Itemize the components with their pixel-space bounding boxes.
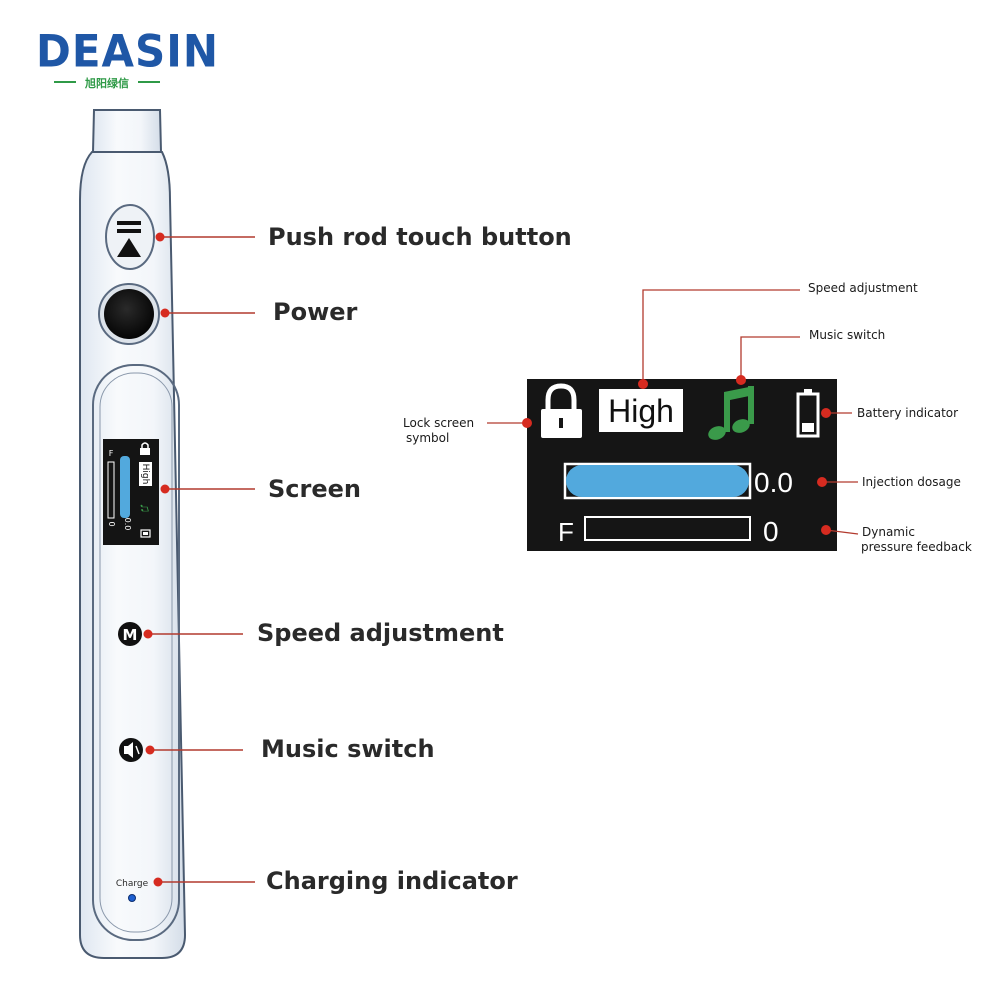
label-speed-adjustment: Speed adjustment <box>257 619 504 647</box>
label-power: Power <box>273 298 358 326</box>
brand-subtitle-row: 旭阳绿信 <box>36 74 178 90</box>
brand-sub-line-right <box>138 81 160 83</box>
push-rod-button[interactable] <box>105 204 155 270</box>
battery-icon <box>796 389 820 438</box>
push-rod-icon-bar1 <box>117 221 141 225</box>
mini-dosage-bar <box>120 456 130 518</box>
speed-box <box>599 389 683 432</box>
screen-label-lock-1: Lock screen <box>403 416 475 430</box>
screen-label-dosage: Injection dosage <box>862 475 961 489</box>
pen-body <box>79 109 187 959</box>
dosage-value: 0.0 <box>754 467 793 498</box>
pen-leaders <box>148 236 255 883</box>
label-charging-indicator: Charging indicator <box>266 867 518 895</box>
pen-leader-dots <box>143 232 170 887</box>
screen-label-lock-2: symbol <box>406 431 450 445</box>
dosage-bar-fill <box>566 465 749 497</box>
speed-button[interactable]: M <box>118 622 142 646</box>
pen-shell <box>79 151 187 959</box>
pressure-value: 0 <box>763 516 779 547</box>
mini-screen-bg <box>103 439 159 545</box>
music-button[interactable] <box>119 738 143 762</box>
push-rod-icon <box>117 238 141 257</box>
mini-pressure-bar <box>107 461 115 519</box>
f-label: F <box>558 517 574 547</box>
label-screen: Screen <box>268 475 361 503</box>
push-rod-icon-bar2 <box>117 229 141 233</box>
pen-cap <box>91 109 163 153</box>
screen-label-battery: Battery indicator <box>857 406 959 420</box>
label-push-rod: Push rod touch button <box>268 223 572 251</box>
pressure-bar-frame <box>584 516 751 541</box>
brand-subtitle: 旭阳绿信 <box>85 77 129 90</box>
mini-dosage-text: 0.0 <box>123 518 132 531</box>
label-music-switch: Music switch <box>261 735 435 763</box>
speed-value: High <box>608 393 674 429</box>
mini-f-label: F <box>109 449 114 458</box>
mini-music-note-icon: ♫ <box>138 503 154 514</box>
pen-inner-panel <box>92 364 180 941</box>
screen-label-music: Music switch <box>809 328 886 342</box>
pen-inner-panel-edge <box>99 372 173 933</box>
pen-mini-screen: High ♫ F 0.0 0 <box>103 439 159 545</box>
screen-panel: High 0.0 F 0 <box>527 379 837 551</box>
power-button[interactable] <box>98 283 160 345</box>
mini-lock-icon <box>140 448 150 455</box>
speaker-mute-icon <box>124 742 133 758</box>
screen-leader-dots <box>522 375 831 535</box>
m-icon: M <box>123 626 138 644</box>
charge-text: Charge <box>116 879 149 889</box>
music-note-icon <box>708 386 754 440</box>
charge-led <box>128 894 136 902</box>
mini-speed-text: High <box>140 464 150 485</box>
lock-icon <box>541 383 582 438</box>
mini-pressure-text: 0 <box>107 521 116 526</box>
mini-battery-icon <box>140 529 151 538</box>
screen-label-pressure-1: Dynamic <box>862 525 915 539</box>
screen-label-speed: Speed adjustment <box>808 281 918 295</box>
dosage-bar-frame <box>563 462 752 500</box>
brand-sub-line-left <box>54 81 76 83</box>
screen-label-pressure-2: pressure feedback <box>861 540 972 554</box>
